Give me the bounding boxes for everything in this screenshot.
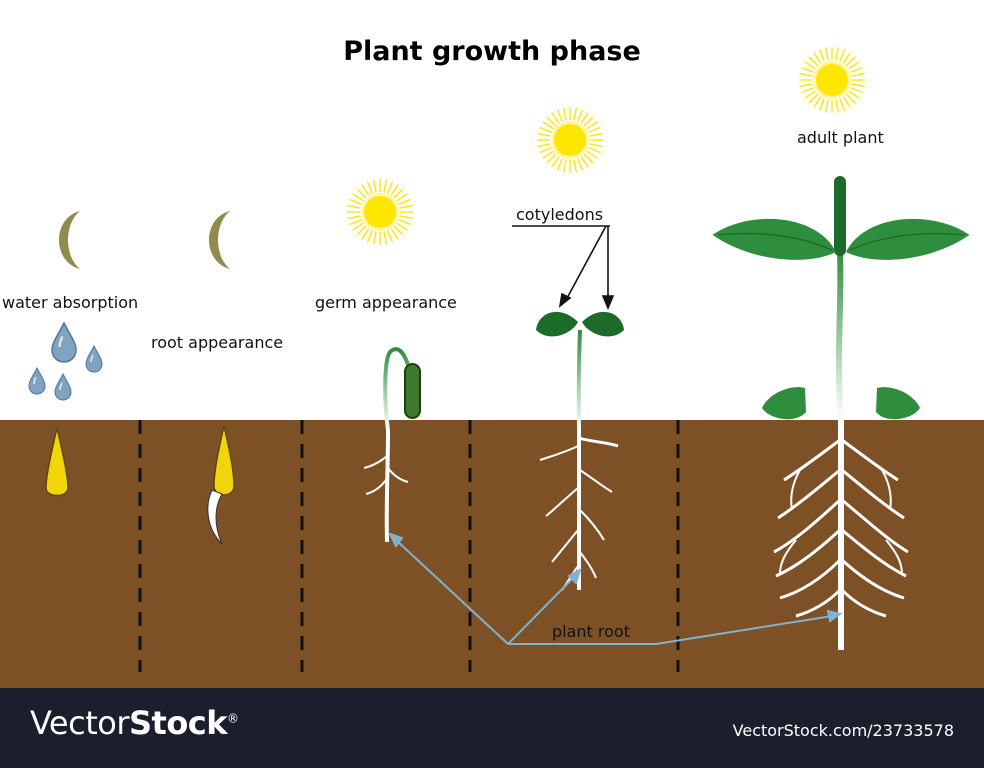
water-drop-icon [50, 321, 78, 364]
sun-icon-2 [536, 106, 604, 174]
sun-icon-1 [346, 178, 414, 246]
brand-stock: Stock [128, 704, 228, 742]
label-water-absorption: water absorption [2, 293, 139, 312]
cotyledons-pointer [512, 225, 615, 311]
label-plant-root: plant root [552, 622, 630, 641]
seedling-germ [363, 347, 421, 543]
moon-icon-2 [209, 211, 230, 269]
brand-vector: Vector [30, 704, 129, 742]
label-adult-plant: adult plant [797, 128, 884, 147]
label-germ-appearance: germ appearance [315, 293, 457, 312]
adult-plant [711, 176, 971, 650]
footer-bar: VectorStock® VectorStock.com/23733578 [0, 688, 984, 768]
page-title: Plant growth phase [343, 36, 641, 67]
water-drop-icon [28, 367, 46, 395]
sprouting-seed-icon [207, 425, 235, 545]
soil-layer [0, 420, 984, 688]
registered-mark: ® [227, 711, 239, 726]
image-id: VectorStock.com/23733578 [732, 721, 954, 740]
brand-logo: VectorStock® [30, 704, 239, 742]
water-drop-icon [54, 373, 72, 401]
plant-root-arrows [388, 532, 843, 645]
seed-icon [45, 427, 69, 497]
diagram-canvas [0, 46, 984, 688]
moon-icon-1 [59, 211, 80, 269]
water-drop-icon [85, 345, 103, 373]
label-root-appearance: root appearance [151, 333, 284, 352]
label-cotyledons: cotyledons [516, 205, 604, 224]
seedling-cotyledons [536, 311, 624, 591]
